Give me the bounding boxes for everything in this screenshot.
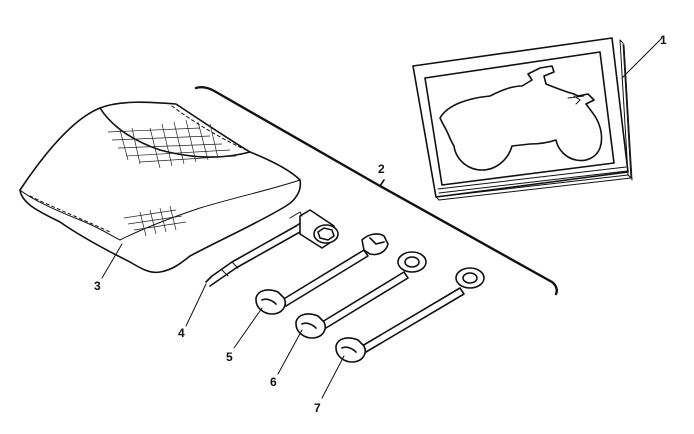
- callout-label-5: 5: [226, 350, 233, 364]
- tool-kit-bracket: [194, 86, 558, 296]
- callout-4: 4: [178, 283, 207, 340]
- wrench-6: [295, 251, 427, 339]
- owners-manual-book: [412, 37, 633, 201]
- callout-5: 5: [226, 307, 263, 364]
- callout-7: 7: [314, 355, 345, 415]
- callout-label-6: 6: [270, 375, 277, 389]
- callout-label-3: 3: [94, 279, 101, 293]
- callout-6: 6: [270, 329, 303, 389]
- callout-1: 1: [621, 33, 667, 79]
- callout-label-2: 2: [378, 162, 385, 176]
- tool-pouch: [19, 101, 302, 274]
- callout-label-7: 7: [314, 401, 321, 415]
- callout-label-1: 1: [660, 33, 667, 47]
- wrench-7: [335, 267, 485, 363]
- callout-3: 3: [94, 243, 123, 293]
- wrench-5: [255, 233, 389, 315]
- callout-label-4: 4: [178, 326, 185, 340]
- spark-plug-wrench: [205, 209, 339, 287]
